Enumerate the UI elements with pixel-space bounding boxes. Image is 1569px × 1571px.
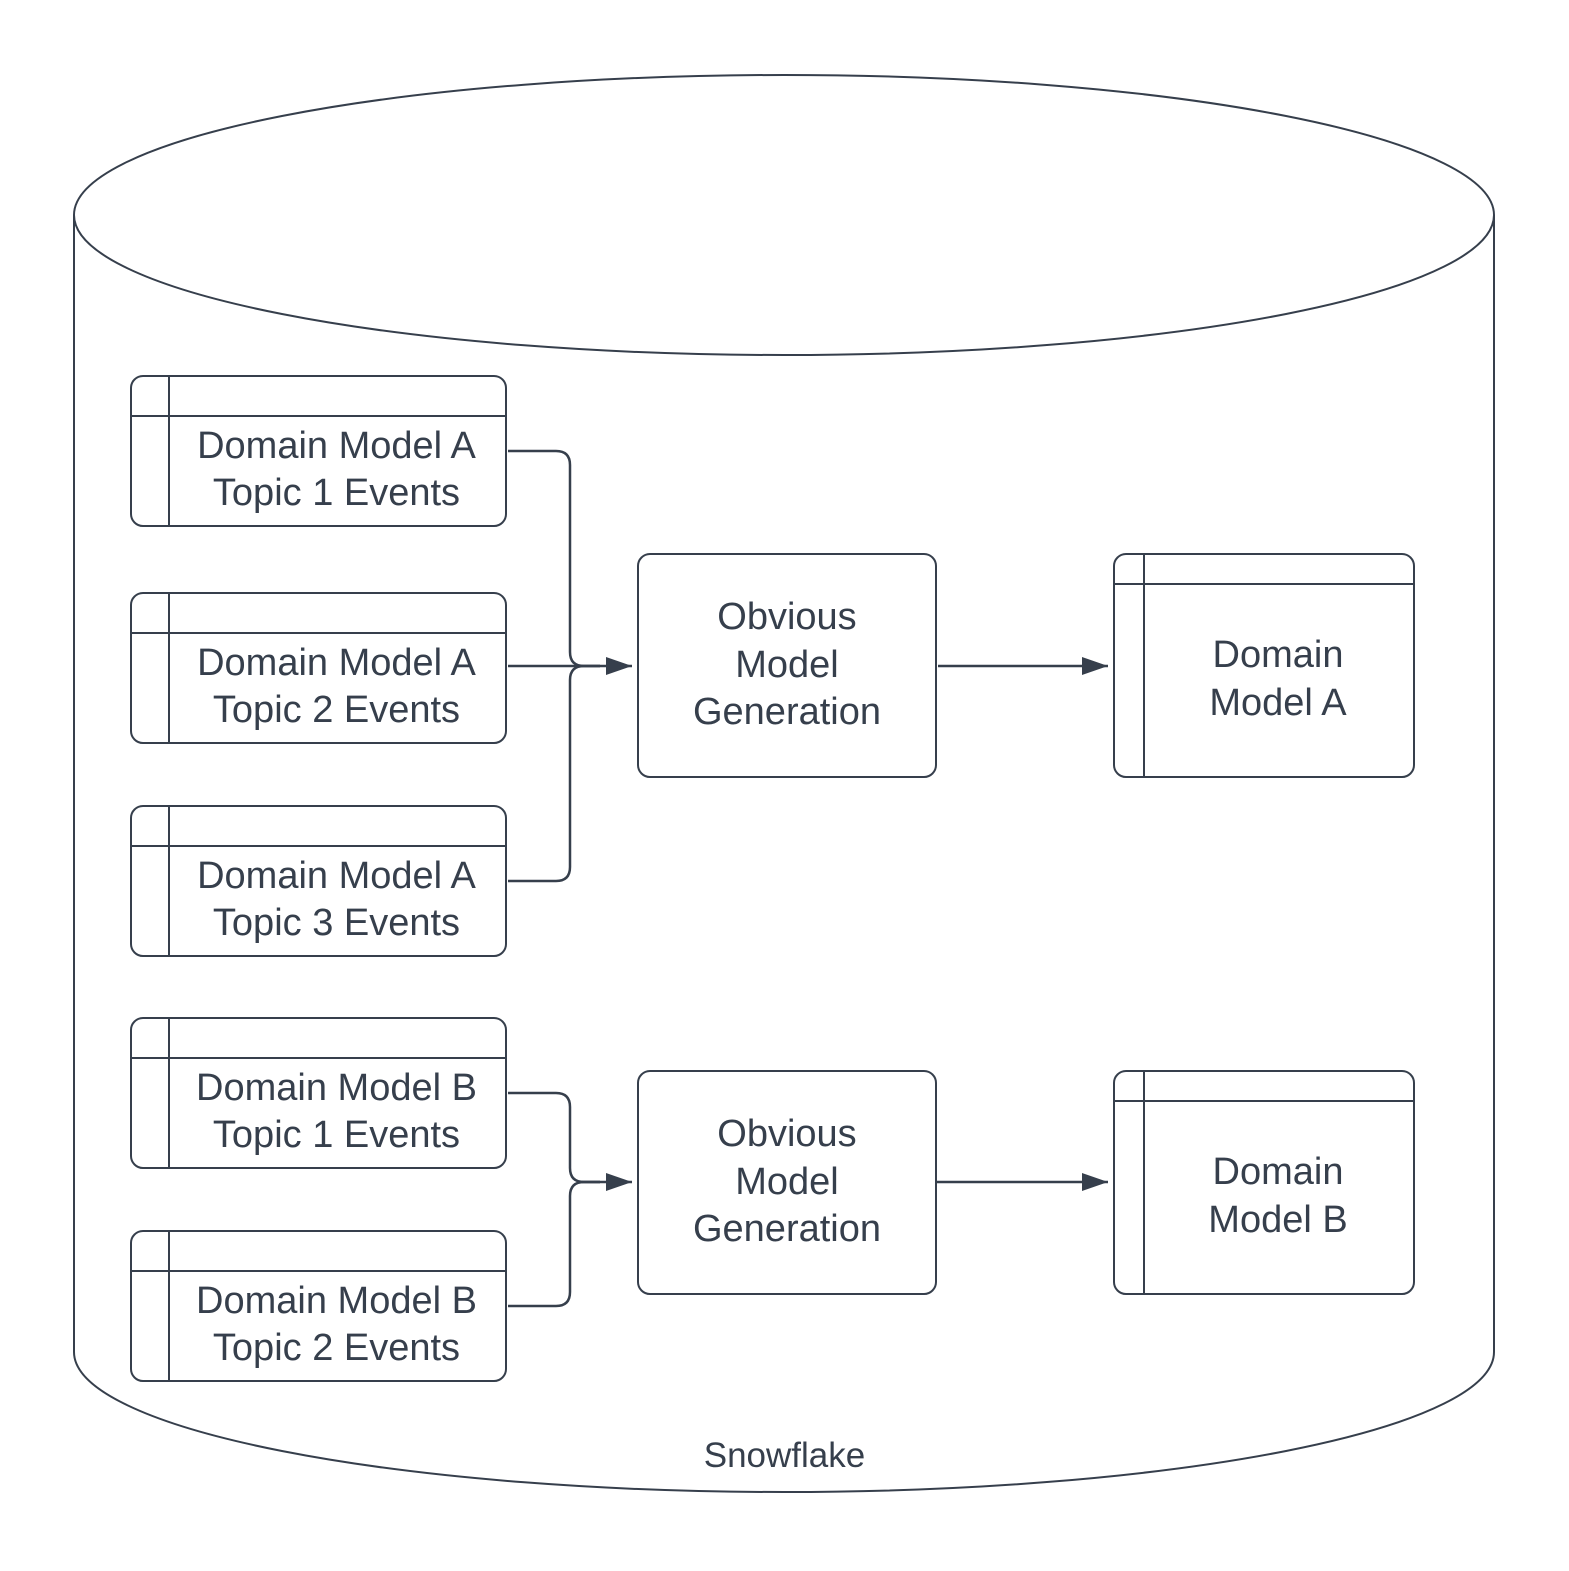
table-header-divider	[132, 415, 505, 417]
connector-b-topic2	[508, 1180, 600, 1308]
table-domain-model-b-topic-1-events: Domain Model B Topic 1 Events	[130, 1017, 507, 1169]
table-domain-model-a: Domain Model A	[1113, 553, 1415, 778]
table-domain-model-a-topic-1-events: Domain Model A Topic 1 Events	[130, 375, 507, 527]
table-column-divider	[1143, 1072, 1145, 1293]
process-obvious-model-generation-b: Obvious Model Generation	[637, 1070, 937, 1295]
table-column-divider	[168, 807, 170, 955]
table-header-divider	[132, 845, 505, 847]
table-domain-model-b-topic-2-events: Domain Model B Topic 2 Events	[130, 1230, 507, 1382]
snowflake-cylinder-top-rim	[73, 214, 1495, 356]
table-label: Domain Model A Topic 3 Events	[197, 854, 476, 945]
table-column-divider	[168, 594, 170, 742]
process-obvious-model-generation-a: Obvious Model Generation	[637, 553, 937, 778]
snowflake-label: Snowflake	[703, 1436, 866, 1475]
connector-b-topic1	[508, 1091, 600, 1184]
table-label: Domain Model B Topic 1 Events	[196, 1066, 477, 1157]
table-domain-model-a-topic-2-events: Domain Model A Topic 2 Events	[130, 592, 507, 744]
table-column-divider	[168, 1232, 170, 1380]
table-column-divider	[168, 1019, 170, 1167]
table-domain-model-a-topic-3-events: Domain Model A Topic 3 Events	[130, 805, 507, 957]
table-label: Domain Model B	[1208, 1151, 1348, 1241]
table-header-divider	[1115, 583, 1413, 585]
table-header-divider	[132, 1057, 505, 1059]
table-label: Domain Model A Topic 2 Events	[197, 641, 476, 732]
table-label: Domain Model B Topic 2 Events	[196, 1279, 477, 1370]
table-header-divider	[132, 1270, 505, 1272]
table-header-divider	[132, 632, 505, 634]
table-column-divider	[168, 377, 170, 525]
table-domain-model-b: Domain Model B	[1113, 1070, 1415, 1295]
table-label: Domain Model A	[1209, 634, 1347, 724]
table-label: Domain Model A Topic 1 Events	[197, 424, 476, 515]
table-column-divider	[1143, 555, 1145, 776]
table-header-divider	[1115, 1100, 1413, 1102]
